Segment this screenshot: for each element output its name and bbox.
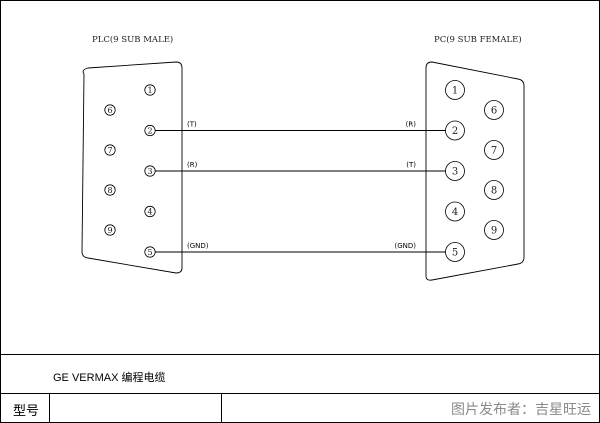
right-pin-4 bbox=[445, 201, 465, 222]
left-pin-5-number: 5 bbox=[147, 248, 152, 257]
right-pin-2-number: 2 bbox=[452, 126, 458, 137]
title-block-row: GE VERMAX 编程电缆 bbox=[1, 354, 599, 394]
wire-left-signal-label: (R) bbox=[187, 161, 198, 169]
right-pin-3-number: 3 bbox=[452, 167, 458, 178]
left-connector-shell bbox=[81, 61, 183, 274]
left-pin-6 bbox=[104, 104, 116, 116]
left-pin-1-number: 1 bbox=[147, 86, 152, 95]
right-pin-8-number: 8 bbox=[491, 186, 497, 197]
right-pin-9 bbox=[484, 220, 504, 240]
left-connector-title: PLC(9 SUB MALE) bbox=[92, 34, 173, 45]
cable-wiring-diagram: PLC(9 SUB MALE) PC(9 SUB FEMALE) (T)(R)(… bbox=[81, 34, 525, 281]
left-pin-9-number: 9 bbox=[107, 226, 112, 235]
right-pin-8 bbox=[484, 180, 504, 200]
right-pin-2 bbox=[445, 120, 465, 141]
right-pin-7 bbox=[484, 140, 504, 160]
right-pin-1-number: 1 bbox=[452, 86, 458, 97]
drawing-title: GE VERMAX 编程电缆 bbox=[53, 372, 166, 384]
left-pin-7-number: 7 bbox=[107, 146, 112, 155]
wire-right-signal-label: (GND) bbox=[394, 242, 416, 250]
right-pin-5 bbox=[445, 242, 465, 262]
left-pin-2-number: 2 bbox=[147, 127, 152, 136]
footer-divider bbox=[49, 394, 50, 422]
left-pin-3-number: 3 bbox=[147, 167, 152, 176]
left-pin-2 bbox=[144, 124, 156, 137]
left-pin-9 bbox=[104, 224, 116, 236]
footer-row: 型号 图片发布者：吉星旺运 bbox=[1, 394, 599, 422]
footer-divider bbox=[221, 394, 222, 422]
right-pin-7-number: 7 bbox=[491, 146, 497, 157]
model-label: 型号 bbox=[13, 404, 40, 419]
wire-left-signal-label: (GND) bbox=[187, 242, 209, 250]
left-pin-6-number: 6 bbox=[107, 106, 112, 115]
wire-right-signal-label: (T) bbox=[406, 161, 416, 169]
right-pin-4-number: 4 bbox=[452, 207, 458, 218]
left-pin-8 bbox=[104, 184, 116, 196]
right-connector-shell bbox=[425, 61, 525, 281]
wire-left-signal-label: (T) bbox=[187, 121, 197, 129]
left-pin-1 bbox=[144, 84, 156, 96]
left-pin-4-number: 4 bbox=[147, 208, 152, 217]
publisher-credit: 图片发布者：吉星旺运 bbox=[451, 402, 591, 418]
right-pin-9-number: 9 bbox=[491, 226, 497, 237]
left-pin-7 bbox=[104, 144, 116, 156]
right-pin-6-number: 6 bbox=[491, 106, 497, 117]
pins: 6 7 8 9 1 2 3 4 5 1 2 3 4 5 6 7 8 9 bbox=[104, 80, 504, 262]
right-pin-5-number: 5 bbox=[452, 248, 458, 259]
left-pin-4 bbox=[144, 205, 156, 218]
left-pin-8-number: 8 bbox=[107, 186, 112, 195]
wires: (T) (R) (R) (T) (GND) (GND) bbox=[155, 121, 446, 253]
left-pin-5 bbox=[144, 246, 156, 258]
right-pin-1 bbox=[445, 80, 465, 100]
right-connector-title: PC(9 SUB FEMALE) bbox=[434, 34, 522, 45]
right-pin-3 bbox=[445, 161, 465, 181]
wire-right-signal-label: (R) bbox=[406, 121, 417, 129]
left-pin-3 bbox=[144, 165, 156, 177]
right-pin-6 bbox=[484, 100, 504, 120]
